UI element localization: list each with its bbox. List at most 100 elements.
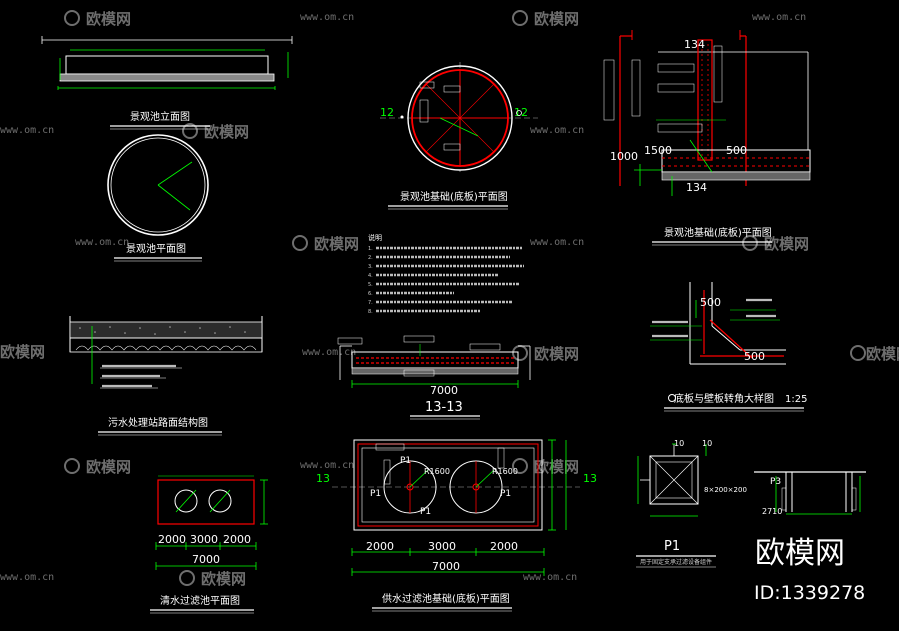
design-notes: 说明 1. 2. 3. 4. 5. 6. 7. 8.	[368, 233, 524, 315]
watermark-logo: 欧模网	[850, 345, 899, 363]
dim-plate-size: 8×200×200	[704, 486, 747, 494]
dim-3000-clean: 3000	[190, 533, 218, 546]
watermark-brand: 欧模网	[866, 345, 899, 363]
watermark-brand: 欧模网	[86, 10, 131, 28]
watermark-brand: 欧模网	[204, 123, 249, 141]
dim-1500-section: 1500	[644, 144, 672, 157]
dim-7000-section: 7000	[430, 384, 458, 397]
axis-label-13-left: 13	[316, 472, 330, 485]
dim-134-top: 134	[684, 38, 705, 51]
watermark-url: www.om.cn	[0, 572, 54, 583]
brand-badge: 欧模网 ID:1339278	[754, 536, 865, 604]
note-number: 2.	[368, 255, 373, 261]
watermark-layer: 欧模网 www.om.cn 欧模网 www.om.cn www.om.cn 欧模…	[0, 10, 899, 588]
title-road-structure: 污水处理站路面结构图	[108, 416, 208, 429]
label-p1-left: P1	[370, 489, 381, 499]
watermark-logo: 欧模网	[0, 343, 45, 361]
title-section-13-13: 13-13	[425, 400, 463, 415]
section-13-13: 7000 13-13	[337, 335, 531, 420]
watermark-url: www.om.cn	[300, 460, 354, 471]
clean-water-filter-plan: 2000 3000 2000 7000 清水过滤池平面图	[150, 475, 268, 614]
note-number: 8.	[368, 309, 373, 315]
dim-3000-supply: 3000	[428, 540, 456, 553]
watermark-url: www.om.cn	[302, 347, 356, 358]
watermark-brand: 欧模网	[534, 345, 579, 363]
title-pond-elevation: 景观池立面图	[130, 110, 190, 123]
note-number: 1.	[368, 246, 373, 252]
watermark-url: www.om.cn	[0, 125, 54, 136]
note-number: 6.	[368, 291, 373, 297]
badge-id: ID:1339278	[754, 582, 865, 604]
pond-elevation-view: 景观池立面图	[41, 36, 293, 130]
dim-500-vertical: 500	[700, 296, 721, 309]
dim-2000-clean-right: 2000	[223, 533, 251, 546]
watermark-brand: 欧模网	[534, 458, 579, 476]
badge-brand: 欧模网	[755, 536, 845, 571]
title-p1: P1	[664, 539, 680, 554]
dim-7000-supply: 7000	[432, 560, 460, 573]
watermark-logo: 欧模网	[512, 458, 579, 476]
dim-r1600-right: R1600	[492, 467, 518, 476]
dim-r1600-left: R1600	[424, 467, 450, 476]
supply-filter-foundation-plan: 13 13 R1600 R1600 P1 P1 P1 P1 200	[316, 439, 597, 612]
dim-2000-supply-left: 2000	[366, 540, 394, 553]
pond-wall-section: 1000 134 134 500 1500 景观池基础(底板)平面图	[603, 30, 811, 246]
dim-134-bottom: 134	[686, 181, 707, 194]
watermark-brand: 欧模网	[0, 343, 45, 361]
watermark-url: www.om.cn	[530, 125, 584, 136]
dim-2000-clean-left: 2000	[158, 533, 186, 546]
watermark-logo: 欧模网	[64, 10, 131, 28]
notes-list: 1. 2. 3. 4. 5. 6. 7. 8.	[368, 246, 373, 315]
dim-2710: 2710	[762, 507, 782, 516]
pond-plan-view: 景观池平面图	[107, 134, 209, 262]
p1-detail: 10 10 8×200×200 P1 用于固定支承过滤设备组件	[636, 439, 747, 568]
watermark-logo: 欧模网	[512, 345, 579, 363]
watermark-logo: 欧模网	[64, 458, 131, 476]
label-p1-top-left: P1	[400, 456, 411, 466]
watermark-brand: 欧模网	[764, 235, 809, 253]
note-number: 5.	[368, 282, 373, 288]
watermark-url: www.om.cn	[75, 237, 129, 248]
pond-foundation-plan: 12 12 景观池基础(底板)平面图	[380, 62, 538, 210]
watermark-logo: 欧模网	[179, 570, 246, 588]
watermark-url: www.om.cn	[300, 12, 354, 23]
watermark-logo: 欧模网	[182, 123, 249, 141]
road-structure-section: 污水处理站路面结构图	[69, 316, 263, 436]
watermark-logo: 欧模网	[512, 10, 579, 28]
watermark-url: www.om.cn	[523, 572, 577, 583]
dim-10-left: 10	[674, 439, 684, 448]
p3-detail: P3 2710	[754, 471, 866, 516]
watermark-url: www.om.cn	[752, 12, 806, 23]
title-pond-section: 景观池基础(底板)平面图	[664, 226, 772, 239]
note-number: 3.	[368, 264, 373, 270]
watermark-logo: 欧模网	[742, 235, 809, 253]
dim-10-right: 10	[702, 439, 712, 448]
watermark-brand: 欧模网	[314, 235, 359, 253]
dim-1000-section: 1000	[610, 150, 638, 163]
label-p3: P3	[770, 477, 781, 487]
title-pond-foundation-plan: 景观池基础(底板)平面图	[400, 190, 508, 203]
watermark-brand: 欧模网	[201, 570, 246, 588]
watermark-brand: 欧模网	[86, 458, 131, 476]
notes-header: 说明	[368, 233, 382, 242]
title-corner-detail: 底板与壁板转角大样图	[674, 392, 774, 405]
axis-label-12-right: 12	[514, 106, 528, 119]
watermark-logo: 欧模网	[292, 235, 359, 253]
axis-label-13-right: 13	[583, 472, 597, 485]
corner-detail: 500 500 底板与壁板转角大样图 1:25	[650, 282, 807, 412]
axis-label-12-left: 12	[380, 106, 394, 119]
title-clean-water-filter: 清水过滤池平面图	[160, 594, 240, 607]
label-p1-right: P1	[500, 489, 511, 499]
note-number: 7.	[368, 300, 373, 306]
corner-detail-scale: 1:25	[785, 394, 807, 405]
watermark-brand: 欧模网	[534, 10, 579, 28]
title-pond-plan: 景观池平面图	[126, 242, 186, 255]
dim-2000-supply-right: 2000	[490, 540, 518, 553]
title-supply-filter-foundation: 供水过滤池基础(底板)平面图	[382, 592, 510, 605]
p1-note: 用于固定支承过滤设备组件	[640, 558, 712, 566]
label-p1-bottom: P1	[420, 507, 431, 517]
dim-500-horizontal: 500	[744, 350, 765, 363]
dim-7000-clean: 7000	[192, 553, 220, 566]
dim-500-section: 500	[726, 144, 747, 157]
